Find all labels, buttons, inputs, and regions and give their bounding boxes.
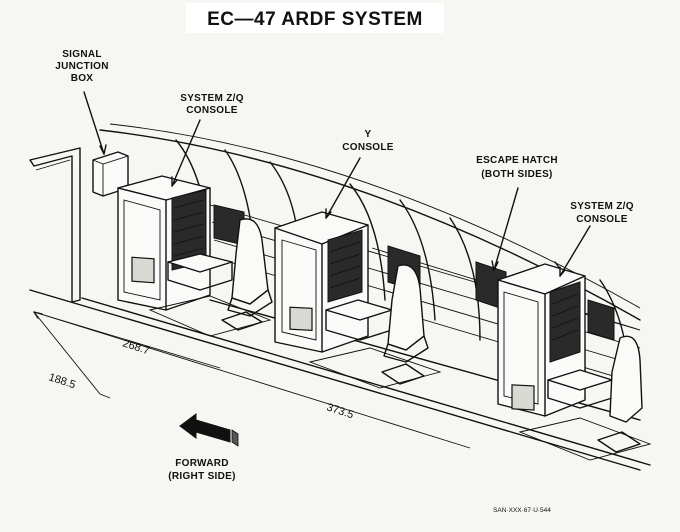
callout-leaders	[83, 91, 591, 277]
label-forward: FORWARD	[175, 458, 229, 469]
callout-system-zq-left: SYSTEM Z/Q CONSOLE	[180, 93, 244, 116]
operator-seat-2	[381, 264, 429, 385]
reference-number: SAN·XXX·67·U·544	[493, 507, 551, 514]
dimension-lines	[33, 311, 471, 449]
label-right-side: (RIGHT SIDE)	[168, 471, 236, 482]
label-system-zq-left-2: CONSOLE	[186, 105, 238, 116]
label-system-zq-right-2: CONSOLE	[576, 214, 628, 225]
callout-escape-hatch: ESCAPE HATCH (BOTH SIDES)	[476, 155, 558, 180]
callout-y-console: Y CONSOLE	[342, 129, 394, 153]
label-both-sides: (BOTH SIDES)	[481, 169, 552, 180]
label-y: Y	[365, 129, 372, 140]
label-system-zq-left-1: SYSTEM Z/Q	[180, 93, 244, 104]
y-console	[274, 211, 393, 353]
callout-system-zq-right: SYSTEM Z/Q CONSOLE	[570, 201, 634, 225]
system-zq-console-right	[497, 263, 613, 417]
operator-seat-1	[221, 218, 273, 331]
dimension-188-5: 188.5	[47, 371, 77, 391]
callout-forward: FORWARD (RIGHT SIDE)	[168, 458, 236, 482]
label-signal: SIGNAL	[62, 49, 102, 60]
forward-arrow-icon	[179, 413, 239, 447]
window-3	[587, 299, 615, 341]
label-escape-hatch: ESCAPE HATCH	[476, 155, 558, 166]
diagram-title: EC—47 ARDF SYSTEM	[207, 9, 423, 30]
label-system-zq-right-1: SYSTEM Z/Q	[570, 201, 634, 212]
dimension-268-7: 268.7	[121, 337, 151, 357]
label-y-console: CONSOLE	[342, 142, 394, 153]
title-block: EC—47 ARDF SYSTEM	[186, 3, 444, 33]
signal-junction-box	[92, 151, 129, 197]
operator-seat-3	[597, 335, 643, 453]
callout-signal-junction-box: SIGNAL JUNCTION BOX	[55, 49, 109, 84]
label-junction: JUNCTION	[55, 61, 109, 72]
dimension-373-5: 373.5	[325, 401, 355, 421]
system-zq-console-left	[117, 175, 233, 311]
label-box: BOX	[71, 73, 94, 84]
floor-mats	[148, 295, 652, 461]
